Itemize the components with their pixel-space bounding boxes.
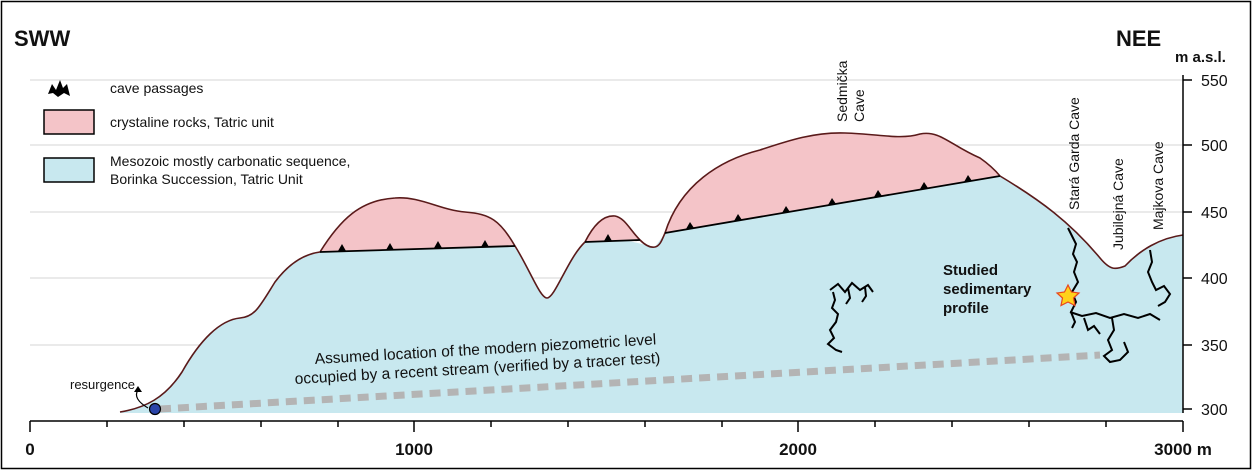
legend-cave-label: cave passages <box>110 80 203 96</box>
y-tick-label: 300 <box>1201 402 1228 419</box>
jubilejna-cave-label: Jubilejná Cave <box>1110 158 1126 250</box>
thrust-fault-2 <box>584 234 641 243</box>
x-tick-label: 3000 m <box>1154 440 1212 459</box>
x-tick-label: 1000 <box>395 440 433 459</box>
majkova-cave-passage <box>1146 249 1172 307</box>
orientation-right-label: NEE <box>1116 26 1161 51</box>
legend-mesozoic-label-2: Borinka Succession, Tatric Unit <box>110 171 303 187</box>
crystalline-rocks-area <box>665 132 1000 233</box>
legend: cave passages crystaline rocks, Tatric u… <box>43 80 350 187</box>
y-tick-label: 500 <box>1201 138 1228 155</box>
studied-profile-label-3: profile <box>943 300 989 317</box>
resurgence-arrowhead-icon <box>134 386 142 392</box>
jubilejna-cave-passage <box>1102 317 1130 364</box>
y-axis: m a.s.l. 550 500 450 400 350 300 <box>1175 49 1228 419</box>
sedmicka-cave-label-1: Sedmička <box>834 60 850 122</box>
x-axis: 0 1000 2000 3000 m <box>25 420 1212 459</box>
y-tick-label: 450 <box>1201 205 1228 222</box>
thrust-fault-1 <box>319 240 516 253</box>
majkova-cave-label: Majkova Cave <box>1150 141 1166 230</box>
x-tick-label: 2000 <box>779 440 817 459</box>
crystalline-rocks-area <box>320 197 515 252</box>
studied-profile-label-1: Studied <box>943 262 998 279</box>
x-tick-label: 0 <box>25 440 34 459</box>
stara-garda-cave-passage <box>1067 227 1161 335</box>
resurgence-dot-icon <box>148 402 162 416</box>
orientation-left-label: SWW <box>14 26 70 51</box>
crystalline-legend-swatch <box>43 109 95 135</box>
y-tick-label: 400 <box>1201 271 1228 288</box>
piezometric-level-line <box>159 351 1101 413</box>
mesozoic-sequence-area <box>120 176 1183 413</box>
topography-outline <box>119 132 1184 413</box>
y-tick-label: 550 <box>1201 73 1228 90</box>
legend-crystalline-label: crystaline rocks, Tatric unit <box>110 114 274 130</box>
y-tick-label: 350 <box>1201 338 1228 355</box>
sedmicka-cave-passage <box>826 281 874 353</box>
y-axis-unit-label: m a.s.l. <box>1175 49 1226 66</box>
studied-profile-label-2: sedimentary <box>943 281 1032 298</box>
legend-mesozoic-label-1: Mesozoic mostly carbonatic sequence, <box>110 153 350 169</box>
sedmicka-cave-label-2: Cave <box>851 89 867 122</box>
studied-profile-star-icon <box>1055 283 1081 307</box>
stara-garda-cave-label: Stará Garda Cave <box>1066 97 1082 210</box>
resurgence-label: resurgence <box>70 377 135 392</box>
thrust-fault-3 <box>664 175 1001 234</box>
cave-passage-legend-icon <box>48 80 70 97</box>
mesozoic-legend-swatch <box>43 157 95 183</box>
